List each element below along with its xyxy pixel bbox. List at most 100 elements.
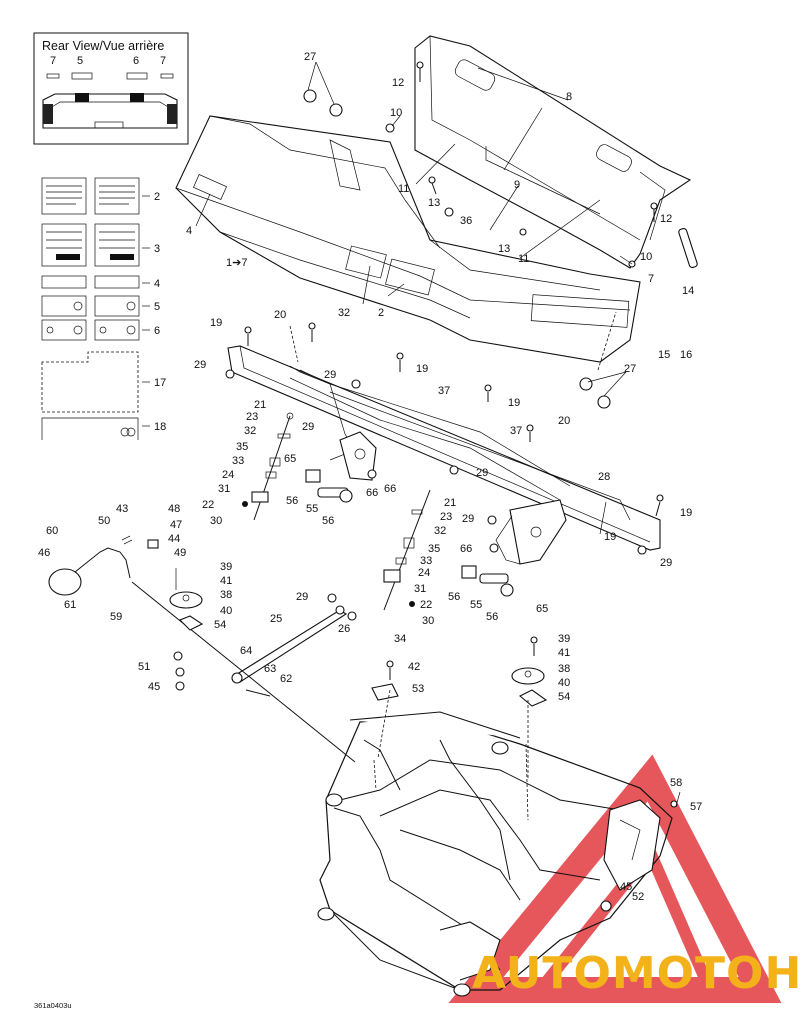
callout-46: 46 [38, 547, 50, 559]
callout-55: 55 [306, 503, 318, 515]
callout-52: 52 [632, 891, 644, 903]
callout-11: 11 [518, 253, 529, 265]
callout-29: 29 [660, 557, 672, 569]
watermark-logo [448, 754, 782, 1003]
callout-29: 29 [296, 591, 308, 603]
stabilizer-bar [231, 605, 357, 697]
callout-53: 53 [412, 683, 424, 695]
callout-58: 58 [670, 777, 682, 789]
figure-code: 361a0403u [34, 1001, 72, 1010]
callout-33: 33 [420, 555, 432, 567]
callout-19: 19 [680, 507, 692, 519]
callout-23: 23 [440, 511, 452, 523]
decal-list: 2 3 4 5 6 17 18 [41, 177, 166, 440]
callout-45: 45 [620, 881, 632, 893]
callout-44: 44 [168, 533, 180, 545]
callout-63: 63 [264, 663, 276, 675]
bushing-left [305, 469, 353, 503]
callout-29: 29 [302, 421, 314, 433]
callout-38: 38 [558, 663, 570, 675]
shock-assembly-left [242, 412, 294, 521]
callout-64: 64 [240, 645, 252, 657]
callout-39: 39 [220, 561, 232, 573]
callout-56: 56 [322, 515, 334, 527]
callout-19: 19 [508, 397, 520, 409]
callout-32: 32 [244, 425, 256, 437]
inset-callout: 7 [160, 55, 166, 67]
leader-lines [195, 61, 681, 807]
inset-title: Rear View/Vue arrière [42, 39, 164, 53]
callout-30: 30 [210, 515, 222, 527]
callout-12: 12 [660, 213, 672, 225]
decal-callout: 17 [154, 377, 166, 389]
callout-25: 25 [270, 613, 282, 625]
callout-27: 27 [304, 51, 316, 63]
callout-24: 24 [418, 567, 430, 579]
rear-view-inset: Rear View/Vue arrière 7 5 6 7 [33, 32, 189, 145]
callout-51: 51 [138, 661, 150, 673]
callout-66: 66 [460, 543, 472, 555]
callout-labels: 1➔7 2 2 3 4 7 8 9 10 10 11 11 12 12 13 1… [38, 51, 702, 903]
decal-callout: 6 [154, 325, 160, 337]
bracket-right [495, 499, 567, 565]
callout-11: 11 [398, 183, 409, 195]
callout-29: 29 [324, 369, 336, 381]
mount-pad-right [511, 667, 548, 707]
fasteners [175, 61, 698, 912]
shift-lever [48, 535, 356, 763]
callout-2: 2 [378, 307, 384, 319]
callout-7: 7 [648, 273, 654, 285]
callout-49: 49 [174, 547, 186, 559]
callout-65: 65 [536, 603, 548, 615]
watermark-text: AUTOMOTOHUB [472, 948, 800, 999]
callout-27: 27 [624, 363, 636, 375]
cargo-box [175, 115, 641, 363]
callout-9: 9 [514, 179, 520, 191]
callout-48: 48 [168, 503, 180, 515]
callout-26: 26 [338, 623, 350, 635]
callout-8: 8 [566, 91, 572, 103]
decal-callout: 2 [154, 191, 160, 203]
callout-41: 41 [220, 575, 232, 587]
callout-22: 22 [202, 499, 214, 511]
callout-28: 28 [598, 471, 610, 483]
callout-16: 16 [680, 349, 692, 361]
callout-41: 41 [558, 647, 570, 659]
callout-29: 29 [462, 513, 474, 525]
callout-29: 29 [476, 467, 488, 479]
decal-callout: 5 [154, 301, 160, 313]
callout-19: 19 [416, 363, 428, 375]
callout-22: 22 [420, 599, 432, 611]
decal-callout: 3 [154, 243, 160, 255]
callout-29: 29 [194, 359, 206, 371]
callout-56: 56 [486, 611, 498, 623]
callout-34: 34 [394, 633, 406, 645]
callout-45: 45 [148, 681, 160, 693]
shock-assembly-right [383, 489, 431, 611]
callout-66: 66 [366, 487, 378, 499]
callout-61: 61 [64, 599, 76, 611]
callout-59: 59 [110, 611, 122, 623]
callout-30: 30 [422, 615, 434, 627]
callout-23: 23 [246, 411, 258, 423]
callout-1-7: 1➔7 [226, 257, 247, 269]
callout-62: 62 [280, 673, 292, 685]
callout-56: 56 [448, 591, 460, 603]
callout-66: 66 [384, 483, 396, 495]
callout-10: 10 [640, 251, 652, 263]
callout-31: 31 [414, 583, 426, 595]
callout-47: 47 [170, 519, 182, 531]
callout-42: 42 [408, 661, 420, 673]
callout-10: 10 [390, 107, 402, 119]
callout-14: 14 [682, 285, 694, 297]
callout-43: 43 [116, 503, 128, 515]
callout-33: 33 [232, 455, 244, 467]
callout-24: 24 [222, 469, 234, 481]
inset-callout: 7 [50, 55, 56, 67]
callout-38: 38 [220, 589, 232, 601]
bracket-left [339, 431, 377, 481]
main-frame [317, 711, 673, 997]
callout-37: 37 [510, 425, 522, 437]
callout-21: 21 [254, 399, 266, 411]
